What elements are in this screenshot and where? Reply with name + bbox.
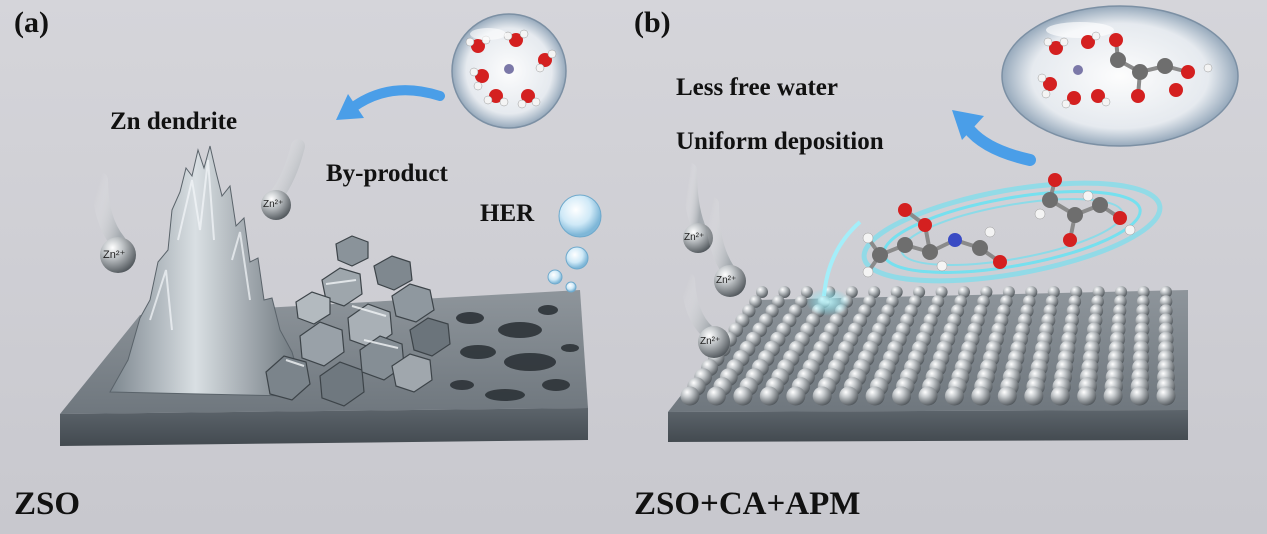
her-bubble (565, 281, 577, 293)
zn-deposit-ball (1136, 295, 1150, 308)
panel-a-letter: (a) (14, 6, 49, 39)
zn-deposit-ball (794, 295, 808, 308)
zn-deposit-ball (868, 286, 881, 298)
zn-deposit-ball (733, 386, 753, 406)
zn-deposit-ball (680, 386, 700, 406)
zn-substrate-b-side (668, 410, 1188, 442)
ion-trail (705, 197, 735, 277)
zn-deposit-ball (812, 386, 832, 406)
zn-ion-sphere (683, 223, 713, 253)
byproduct-label: By-product (326, 160, 448, 187)
zn-deposit-ball (944, 386, 964, 406)
ion-trail (92, 172, 126, 250)
zn-ion-label: Zn²⁺ (716, 275, 737, 286)
panel-b-caption: ZSO+CA+APM (634, 486, 861, 522)
zn-deposit-ball (958, 286, 970, 298)
curved-arrow-icon (347, 85, 445, 113)
solvation-bubble (1001, 5, 1239, 147)
byproduct-hexagons (265, 235, 451, 407)
zn-dendrite-label: Zn dendrite (110, 108, 238, 135)
ion-trail (269, 139, 305, 203)
zn-deposit-ball (918, 386, 938, 406)
zn-deposit-ball (1159, 295, 1173, 308)
zn-deposit-ball (1047, 286, 1060, 298)
zn-ion-sphere (698, 326, 730, 358)
panel-b (668, 5, 1239, 442)
curved-arrow-icon (962, 122, 1036, 166)
uniform-deposition-label: Uniform deposition (676, 128, 884, 155)
zn-deposit-ball (1115, 286, 1128, 298)
arrow-head (336, 94, 364, 120)
less-free-water-label: Less free water (676, 74, 838, 101)
zn-deposit-ball (1160, 286, 1172, 298)
corrosion-spots (432, 305, 579, 401)
zn-deposit-ball (865, 386, 885, 406)
her-bubble (547, 269, 563, 285)
zn-deposit-ball (749, 295, 762, 308)
her-bubble (565, 246, 589, 270)
zn-deposit-ball (786, 386, 806, 406)
zn-ion-label: Zn²⁺ (263, 199, 284, 210)
zn-deposit-ball (778, 286, 791, 298)
zn-deposit-ball (971, 386, 991, 406)
citrate-molecule (1109, 33, 1213, 103)
zn-deposit-ball (845, 286, 858, 298)
byproduct-glints (285, 279, 399, 367)
zn-deposit-ball (935, 286, 948, 298)
panel-b-letter: (b) (634, 6, 671, 39)
ion-trail (683, 163, 705, 233)
zn-ion-sphere (714, 265, 746, 297)
zn-deposit-ball (1077, 386, 1097, 406)
zn-deposit-ball (980, 286, 993, 298)
zn-deposit-ball (1137, 286, 1150, 298)
water-molecules (1037, 31, 1111, 109)
deposition-glow (806, 288, 850, 316)
zn-deposit-ball (1092, 286, 1105, 298)
zn-deposit-ball (1025, 286, 1038, 298)
zn-substrate-a-side (60, 408, 588, 446)
zn-ion-label: Zn²⁺ (700, 336, 721, 347)
zn-deposit-ball (890, 286, 903, 298)
zn-ion-sphere (100, 237, 136, 273)
dendrite-highlight (149, 159, 251, 331)
zn-deposit-ball (1130, 386, 1150, 406)
panel-a (60, 13, 602, 446)
zn-deposit-ball (913, 286, 926, 298)
zn-deposit-ball (997, 386, 1017, 406)
zn-deposit-ball (839, 386, 859, 406)
panel-a-caption: ZSO (14, 486, 81, 522)
zn-deposit-ball (1114, 295, 1127, 308)
zn-deposit-ball (1159, 304, 1173, 318)
zn-deposit-ball (1024, 386, 1044, 406)
uniform-zn-deposit (680, 286, 1176, 406)
zn-deposit-ball (1103, 386, 1123, 406)
zn-ion-sphere (261, 190, 291, 220)
zn-deposit-ball (706, 386, 726, 406)
ion-trail (681, 273, 715, 339)
zn-deposit-ball (1070, 286, 1083, 298)
zn-deposit-ball (1002, 286, 1015, 298)
molecule (862, 173, 1136, 278)
zn-deposit-ball (1050, 386, 1070, 406)
zn-dendrite (109, 145, 301, 397)
her-label: HER (480, 200, 535, 227)
molecule-halo (861, 180, 1163, 284)
arrow-head (952, 110, 984, 140)
water-molecules (465, 29, 557, 109)
zn-deposit-ball (1156, 386, 1176, 406)
zn-deposit-ball (772, 295, 785, 308)
zn-ion-label: Zn²⁺ (103, 249, 126, 261)
zn-deposit-ball (759, 386, 779, 406)
her-bubble (558, 194, 602, 238)
zn-ion-label: Zn²⁺ (684, 232, 705, 243)
zn-deposit-ball (756, 286, 768, 298)
ion-streak (822, 220, 862, 297)
solvation-bubble (451, 13, 567, 129)
zn-deposit-ball (892, 386, 912, 406)
